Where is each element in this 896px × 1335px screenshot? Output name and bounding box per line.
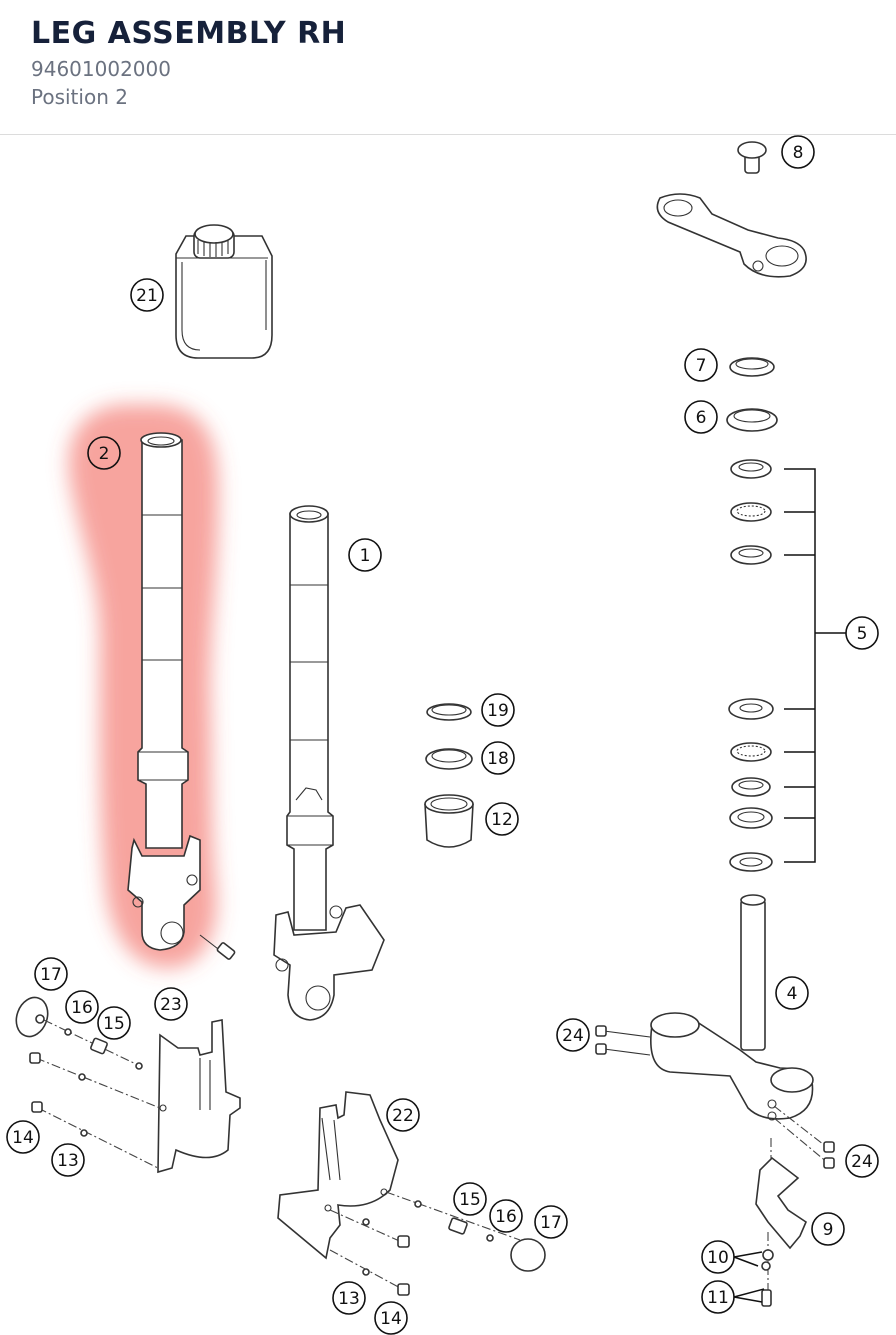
callout-1: 1 [348,538,382,572]
callout-6: 6 [684,400,718,434]
position-label: Position 2 [31,85,128,109]
callout-2: 2 [87,436,121,470]
callout-11: 11 [701,1280,735,1314]
bleed-screw [199,934,236,960]
fastener-set-left [15,996,161,1169]
svg-text:8: 8 [793,143,804,163]
bearing-kit-part-5 [728,459,846,872]
svg-text:14: 14 [380,1309,402,1329]
guard-part-23 [157,1019,241,1174]
upper-triple-clamp [656,193,807,278]
callout-8: 8 [781,135,815,169]
svg-text:19: 19 [487,701,509,721]
callout-21: 21 [130,278,164,312]
callout-18: 18 [481,741,515,775]
svg-text:21: 21 [136,286,158,306]
callout-22: 22 [386,1098,420,1132]
part-number: 94601002000 [31,57,171,81]
callout-24-left: 24 [556,1018,590,1052]
page-header: LEG ASSEMBLY RH 94601002000 Position 2 [0,0,896,135]
svg-text:17: 17 [40,965,62,985]
svg-text:24: 24 [851,1152,873,1172]
svg-text:13: 13 [338,1289,360,1309]
lower-triple-clamp-part-4 [650,894,814,1121]
callout-17-left: 17 [34,957,68,991]
seal-part-19 [426,703,472,721]
svg-text:5: 5 [857,624,868,644]
callout-15-left: 15 [97,1006,131,1040]
svg-text:7: 7 [696,356,707,376]
svg-text:6: 6 [696,408,707,428]
bracket-part-9 [755,1138,807,1307]
svg-text:17: 17 [540,1213,562,1233]
callout-10: 10 [701,1240,735,1274]
guard-part-22 [277,1091,399,1260]
svg-text:22: 22 [392,1106,414,1126]
svg-text:2: 2 [99,444,110,464]
fork-leg-part-1 [273,505,385,1021]
svg-text:10: 10 [707,1248,729,1268]
callout-13-bottom: 13 [332,1281,366,1315]
callout-14-bottom: 14 [374,1301,408,1335]
bearing-part-6 [726,408,778,432]
svg-text:9: 9 [823,1220,834,1240]
svg-text:24: 24 [562,1026,584,1046]
callout-17-bottom: 17 [534,1205,568,1239]
callout-7: 7 [684,348,718,382]
callout-12: 12 [485,802,519,836]
callout-15-bottom: 15 [453,1182,487,1216]
callout-9: 9 [811,1212,845,1246]
svg-text:11: 11 [707,1288,729,1308]
fastener-set-bottom [329,1191,546,1296]
svg-text:16: 16 [71,998,93,1018]
svg-text:15: 15 [103,1014,125,1034]
svg-text:18: 18 [487,749,509,769]
callout-4: 4 [775,976,809,1010]
callout-5: 5 [845,616,879,650]
oil-tin-part-21 [175,224,273,359]
callout-19: 19 [481,693,515,727]
callout-14-left: 14 [6,1120,40,1154]
svg-text:15: 15 [459,1190,481,1210]
bearing-part-7 [729,357,775,377]
callout-16-left: 16 [65,990,99,1024]
callout-13-left: 13 [51,1143,85,1177]
bushing-part-12 [424,794,474,848]
page-title: LEG ASSEMBLY RH [31,16,347,51]
bolt-part-24-left [595,1025,651,1056]
svg-text:14: 14 [12,1128,34,1148]
svg-text:16: 16 [495,1207,517,1227]
bolt-part-24-right [773,1105,835,1169]
fork-leg-part-2 [127,432,201,951]
seal-part-18 [425,748,473,770]
stem-nut-part-8 [737,141,767,174]
svg-text:23: 23 [160,995,182,1015]
callout-23: 23 [154,987,188,1021]
svg-text:12: 12 [491,810,513,830]
exploded-parts-diagram: 1 2 4 5 6 7 8 9 10 11 12 13 13 14 14 15 … [6,135,879,1335]
callout-16-bottom: 16 [489,1199,523,1233]
callout-24-right: 24 [845,1144,879,1178]
svg-text:13: 13 [57,1151,79,1171]
svg-text:4: 4 [787,984,798,1004]
svg-text:1: 1 [360,546,371,566]
